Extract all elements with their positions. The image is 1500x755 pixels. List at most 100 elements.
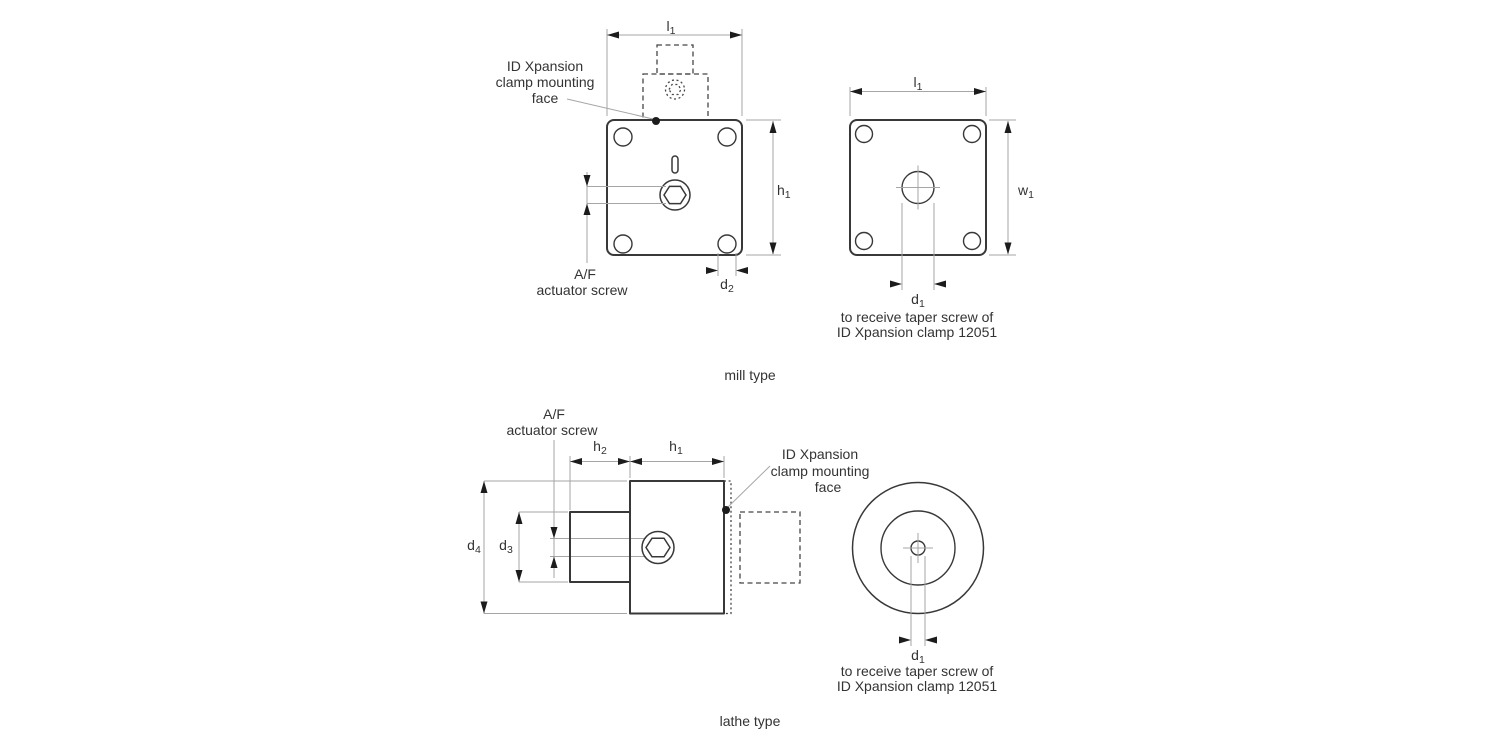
dimension-d1-mill-side: d1 bbox=[890, 203, 946, 310]
arrowhead bbox=[515, 570, 523, 582]
arrowhead bbox=[934, 280, 946, 288]
mill-body-front-outline bbox=[606, 119, 743, 256]
af-label-line1: A/F bbox=[543, 406, 565, 422]
arrowhead bbox=[769, 242, 777, 255]
dimension-af-lathe: A/F actuator screw bbox=[506, 406, 646, 578]
corner-hole bbox=[854, 124, 874, 144]
corner-hole bbox=[962, 124, 982, 144]
leader-line bbox=[566, 98, 654, 120]
dim-label-d1: d1 bbox=[911, 291, 925, 310]
dim-label-w1: w1 bbox=[1017, 182, 1034, 201]
taper-screw-dashed-circle bbox=[664, 79, 686, 100]
arrowhead bbox=[1004, 242, 1012, 255]
dim-label-d4: d4 bbox=[467, 537, 481, 556]
arrowhead bbox=[769, 121, 777, 133]
arrowhead bbox=[974, 88, 986, 95]
mill-type-caption: mill type bbox=[724, 367, 776, 383]
screw-head-circle bbox=[641, 530, 675, 565]
dimension-h1-mill-front: h1 bbox=[746, 119, 791, 256]
mounting-face-callout-lathe: ID Xpansion clamp mounting face bbox=[722, 446, 869, 514]
corner-hole bbox=[717, 234, 737, 254]
arrowhead bbox=[899, 636, 911, 644]
lathe-front-view: d1 to receive taper screw of ID Xpansion… bbox=[837, 481, 997, 694]
arrowhead bbox=[570, 458, 582, 465]
mounting-face-dot bbox=[652, 117, 660, 125]
mill-body-side-outline bbox=[849, 119, 987, 256]
screw-head-circle bbox=[659, 179, 691, 211]
clamp-dashed-rect-top bbox=[656, 44, 694, 75]
dim-label-d2: d2 bbox=[720, 276, 734, 295]
clamp-hidden-outline bbox=[642, 44, 709, 121]
taper-note-line1: to receive taper screw of bbox=[841, 663, 994, 679]
taper-note-line1: to receive taper screw of bbox=[841, 309, 994, 325]
corner-hole bbox=[613, 234, 633, 254]
arrowhead bbox=[730, 31, 742, 39]
arrowhead bbox=[515, 512, 523, 524]
hex-socket bbox=[663, 185, 687, 205]
arrowhead bbox=[583, 203, 591, 215]
dim-label-l1: l1 bbox=[667, 18, 676, 37]
lathe-inner-circle bbox=[880, 510, 956, 586]
taper-screw-dashed-hex bbox=[668, 83, 682, 96]
clamp-dashed-rect-bottom bbox=[642, 73, 709, 121]
dimension-w1-mill-side: w1 bbox=[989, 119, 1034, 256]
af-label-line1: A/F bbox=[574, 266, 596, 282]
arrowhead bbox=[736, 267, 748, 274]
dim-label-d1: d1 bbox=[911, 647, 925, 666]
corner-hole bbox=[613, 127, 633, 147]
dim-label-h1: h1 bbox=[777, 182, 791, 201]
dimension-d3-lathe: d3 bbox=[499, 511, 568, 583]
dimension-l1-mill-front: l1 bbox=[606, 18, 743, 116]
mounting-face-label-line2: clamp mounting bbox=[771, 463, 870, 479]
mounting-face-label-line1: ID Xpansion bbox=[782, 446, 858, 462]
dimension-l1-mill-side: l1 bbox=[849, 74, 987, 116]
dimension-af-mill: A/F actuator screw bbox=[536, 172, 666, 298]
hex-socket-screw bbox=[659, 179, 691, 211]
clamp-dashed-rect bbox=[739, 511, 801, 584]
hex-socket-screw bbox=[641, 530, 675, 565]
corner-hole bbox=[717, 127, 737, 147]
arrowhead bbox=[706, 267, 718, 274]
dimension-d1-lathe: d1 bbox=[899, 556, 937, 666]
dim-label-l1: l1 bbox=[914, 74, 923, 93]
taper-screw-hole bbox=[896, 165, 940, 210]
dim-label-d3: d3 bbox=[499, 537, 513, 556]
mounting-face-label-line2: clamp mounting bbox=[496, 74, 595, 90]
arrowhead bbox=[618, 458, 630, 465]
dimension-h2-h1-lathe: h2 h1 bbox=[569, 438, 725, 510]
corner-hole bbox=[962, 231, 982, 251]
leader-line bbox=[726, 465, 771, 509]
mounting-face-label-line3: face bbox=[815, 479, 842, 495]
af-label-line2: actuator screw bbox=[506, 422, 598, 438]
mill-side-view: l1 w1 d1 to receive taper screw of I bbox=[837, 74, 1034, 340]
mill-front-view: l1 A/F actuator screw bbox=[496, 18, 791, 298]
taper-note-line2: ID Xpansion clamp 12051 bbox=[837, 324, 998, 340]
mounting-face-dotted-outline bbox=[724, 480, 732, 615]
arrowhead bbox=[607, 31, 619, 39]
af-label-line2: actuator screw bbox=[536, 282, 628, 298]
arrowhead bbox=[630, 458, 642, 465]
corner-hole bbox=[854, 231, 874, 251]
dimension-d4-lathe: d4 bbox=[467, 480, 627, 614]
dim-label-h2: h2 bbox=[593, 438, 607, 457]
arrowhead bbox=[890, 280, 902, 288]
taper-screw-hole bbox=[903, 533, 933, 563]
lathe-outer-circle bbox=[851, 481, 985, 615]
arrowhead bbox=[480, 481, 488, 493]
mounting-face-label-line1: ID Xpansion bbox=[507, 58, 583, 74]
dimension-d2-mill-front: d2 bbox=[706, 253, 748, 295]
arrowhead bbox=[480, 601, 488, 614]
arrowhead bbox=[550, 556, 558, 568]
arrowhead bbox=[1004, 121, 1012, 133]
mounting-face-dot bbox=[722, 506, 730, 514]
hex-socket bbox=[645, 537, 671, 558]
dim-label-h1: h1 bbox=[669, 438, 683, 457]
lathe-side-view: A/F actuator screw h2 h1 bbox=[467, 406, 869, 615]
arrowhead bbox=[925, 636, 937, 644]
mounting-face-label-line3: face bbox=[532, 90, 559, 106]
arrowhead bbox=[850, 88, 862, 95]
lathe-type-caption: lathe type bbox=[720, 713, 781, 729]
arrowhead bbox=[712, 458, 724, 465]
